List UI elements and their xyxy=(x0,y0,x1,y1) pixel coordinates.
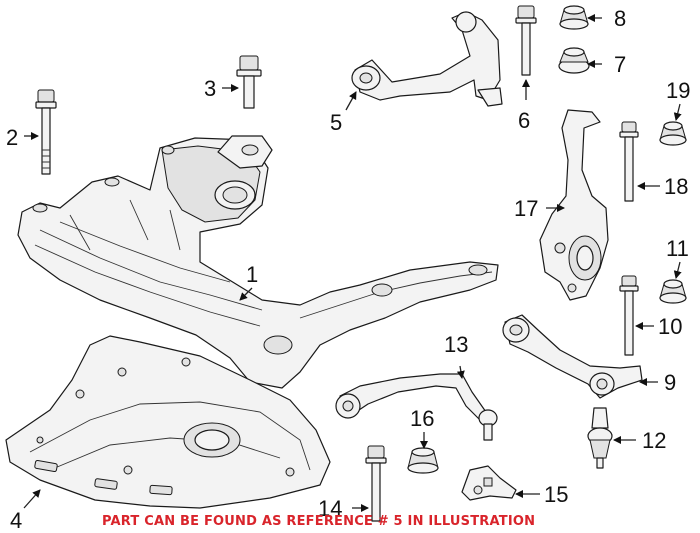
bracket-part-15 xyxy=(461,465,517,501)
tension-strut xyxy=(335,373,498,441)
callout-9: 9 xyxy=(664,370,676,395)
reference-caption: PART CAN BE FOUND AS REFERENCE # 5 IN IL… xyxy=(102,514,535,529)
subframe-crossmember xyxy=(17,135,499,389)
bolt-part-6 xyxy=(515,5,537,76)
callout-1: 1 xyxy=(246,262,258,287)
bolt-part-10 xyxy=(619,275,639,356)
bolt-part-18 xyxy=(619,121,639,202)
nut-part-8 xyxy=(559,5,589,30)
bolt-part-3 xyxy=(236,55,262,109)
callout-6: 6 xyxy=(518,108,530,133)
callout-14: 14 xyxy=(318,496,342,521)
callout-2: 2 xyxy=(6,125,18,150)
callout-3: 3 xyxy=(204,76,216,101)
underbody-shield xyxy=(5,335,331,509)
callout-19: 19 xyxy=(666,78,690,103)
leader-lines xyxy=(23,14,682,512)
bolt-part-14 xyxy=(365,445,387,522)
nut-part-11 xyxy=(659,279,687,304)
bolt-part-2 xyxy=(35,89,57,175)
callout-8: 8 xyxy=(614,6,626,31)
steering-knuckle xyxy=(539,109,609,301)
callout-16: 16 xyxy=(410,406,434,431)
callout-4: 4 xyxy=(10,508,22,533)
callout-18: 18 xyxy=(664,174,688,199)
nut-part-19 xyxy=(659,121,687,146)
nut-part-16 xyxy=(407,447,439,474)
upper-control-arm xyxy=(351,11,503,107)
lower-control-arm xyxy=(502,314,643,399)
callout-10: 10 xyxy=(658,314,682,339)
ball-joint xyxy=(587,407,613,469)
callout-15: 15 xyxy=(544,482,568,507)
callout-17: 17 xyxy=(514,196,538,221)
callout-11: 11 xyxy=(666,236,689,261)
nut-part-7 xyxy=(558,47,590,74)
callout-5: 5 xyxy=(330,110,342,135)
callout-12: 12 xyxy=(642,428,666,453)
callout-7: 7 xyxy=(614,52,626,77)
callout-13: 13 xyxy=(444,332,468,357)
